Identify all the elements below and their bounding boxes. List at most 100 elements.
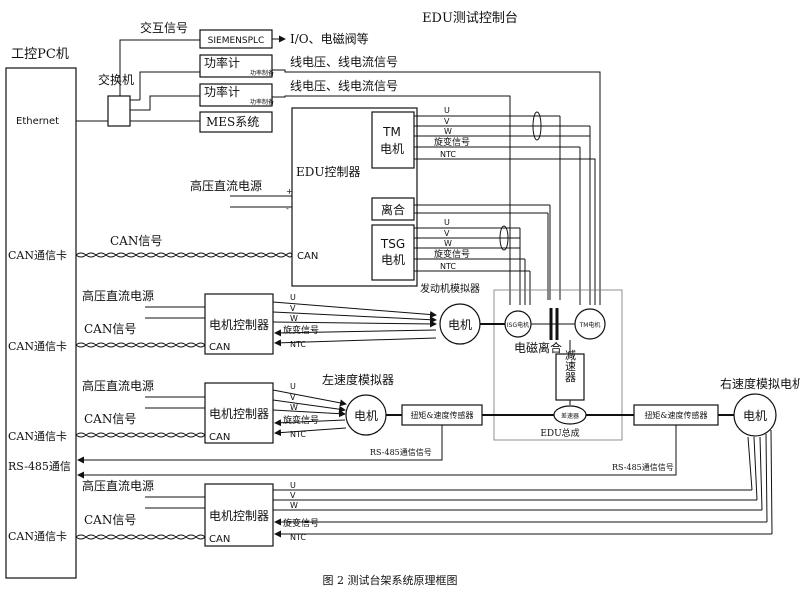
diagram-title: EDU测试控制台 [422,11,518,26]
interlock-label: 交互信号 [140,20,188,35]
left-speed-motor-label: 电机 [354,409,378,423]
tsg-motor-label: 电机 [381,253,405,267]
em-clutch-label: 电磁离合 [514,340,562,355]
pc-box [5,67,77,579]
rs485-signal-left: RS-485通信信号 [370,447,432,457]
tm-motor-circle-label: TM电机 [579,321,601,329]
mc1-v: V [290,304,296,313]
can-signal-3: CAN信号 [84,513,136,527]
mc3-ntc: NTC [290,533,306,542]
tm-ntc: NTC [440,150,456,159]
can-twisted-1 [75,342,206,348]
motor-controller-3-can: CAN [209,534,230,545]
mc1-u: U [290,293,296,302]
can-twisted-edu [75,252,293,258]
engine-sim-label: 发动机模拟器 [420,282,480,295]
rs485-signal-right: RS-485通信信号 [612,462,674,472]
motor-controller-1 [204,293,274,355]
mc3-w: W [290,501,298,510]
tm-motor-section [371,111,415,169]
tsg-resolver: 旋变信号 [434,248,470,260]
right-speed-sim-label: 右速度模拟电机 [720,376,800,391]
tsg-u: U [444,218,450,227]
tsg-v: V [444,229,450,238]
mc3-signal-lines [273,429,773,538]
differential-label: 差速器 [561,412,579,420]
reducer-box [555,353,585,401]
power-meter-1-label: 功率计 [204,55,240,70]
pc-rs485-label: RS-485通信 [8,460,71,473]
engine-sim-motor-label: 电机 [448,318,472,332]
motor-controller-2-label: 电机控制器 [209,407,269,421]
tm-u: U [444,106,450,115]
edu-can-label: CAN [297,251,318,262]
mc3-u: U [290,481,296,490]
torque-sensor-right-label: 扭矩&速度传感器 [644,410,707,420]
mc1-w: W [290,314,298,323]
edu-assembly-label: EDU总成 [540,427,579,439]
right-speed-motor-label: 电机 [743,409,767,423]
tm-label: TM [382,125,401,139]
can-twisted-3 [75,534,206,540]
svg-text:+: + [286,187,293,196]
power-meter-2-signal: 线电压、线电流信号 [290,79,398,93]
can-signal-2: CAN信号 [84,412,136,426]
hv-source-edu: 高压直流电源 [190,178,262,193]
edu-assembly-box [493,289,623,441]
power-meter-1-sub: 功率制备 [250,69,274,77]
isg-motor-label: ISG电机 [507,321,529,329]
motor-controller-2 [204,382,274,444]
tsg-w: W [444,239,452,248]
plc-output-label: I/O、电磁阀等 [290,31,369,46]
motor-controller-2-can: CAN [209,432,230,443]
clutch-section [371,197,415,221]
tsg-label: TSG [380,237,405,251]
can-signal-edu: CAN信号 [110,234,162,248]
tm-w: W [444,127,452,136]
tsg-ntc: NTC [440,262,456,271]
power-meter-1-signal: 线电压、线电流信号 [290,55,398,69]
hv-source-1: 高压直流电源 [82,288,154,303]
svg-text:-: - [286,204,289,213]
tm-resolver: 旋变信号 [434,136,470,148]
mc2-signal-lines [272,389,347,437]
mc1-signal-lines [272,301,437,347]
tm-motor-label: 电机 [380,142,404,156]
motor-controller-1-can: CAN [209,342,230,353]
pc-can-card-2: CAN通信卡 [8,340,67,353]
plc-label: SIEMENSPLC [208,36,265,46]
mc2-ntc: NTC [290,430,306,439]
mes-label: MES系统 [206,115,259,129]
switch-box [107,95,131,127]
power-meter-1-box [199,54,273,78]
power-meter-2-label: 功率计 [204,84,240,99]
tm-signal-lines [414,115,596,305]
pc-can-card-3: CAN通信卡 [8,430,67,443]
mc2-resolver: 旋变信号 [283,414,319,426]
mc2-w: W [290,403,298,412]
hv-source-2: 高压直流电源 [82,378,154,393]
left-speed-sim-label: 左速度模拟器 [322,372,394,387]
mc3-resolver: 旋变信号 [283,517,319,529]
power-meter-2-sub: 功率制备 [250,98,274,106]
mc3-v: V [290,491,296,500]
mc1-resolver: 旋变信号 [283,324,319,336]
right-speed-motor [733,393,777,437]
can-twisted-2 [75,432,206,438]
pc-ethernet-label: Ethernet [16,116,59,127]
figure-caption: 图 2 测试台架系统原理框图 [323,573,458,587]
mes-box [199,111,273,133]
tsg-signal-lines [414,227,531,305]
tm-v: V [444,117,450,126]
switch-label: 交换机 [98,72,134,87]
mc1-ntc: NTC [290,340,306,349]
can-signal-1: CAN信号 [84,322,136,336]
pc-can-card-4: CAN通信卡 [8,530,67,543]
mc2-v: V [290,393,296,402]
pc-can-card-1: CAN通信卡 [8,249,67,262]
hv-source-3: 高压直流电源 [82,478,154,493]
mc2-u: U [290,382,296,391]
edu-controller-label: EDU控制器 [296,165,361,179]
motor-controller-3 [204,483,274,547]
